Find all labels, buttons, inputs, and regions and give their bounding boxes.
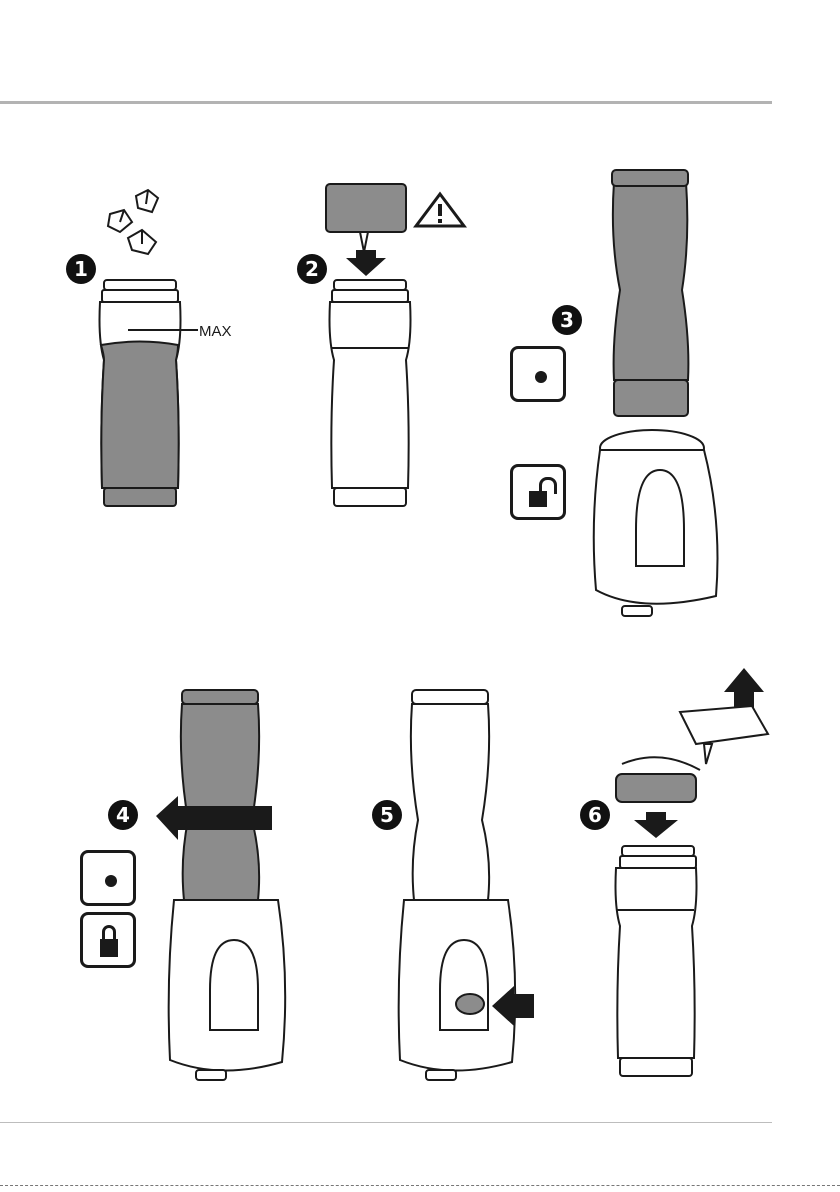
step-4-badge: 4: [108, 800, 138, 830]
dot-indicator-icon: [510, 346, 566, 402]
max-fill-label: MAX: [199, 323, 232, 340]
step-6-badge: 6: [580, 800, 610, 830]
step-1-badge: 1: [66, 254, 96, 284]
dot-indicator-icon-step-4: [80, 850, 136, 906]
top-divider: [0, 101, 772, 104]
crop-marks: [0, 1185, 840, 1187]
step-3-badge: 3: [552, 305, 582, 335]
locked-padlock-icon: [80, 912, 136, 968]
step-5-badge: 5: [372, 800, 402, 830]
step-2-badge: 2: [297, 254, 327, 284]
bottom-divider: [0, 1122, 772, 1123]
unlocked-padlock-icon: [510, 464, 566, 520]
